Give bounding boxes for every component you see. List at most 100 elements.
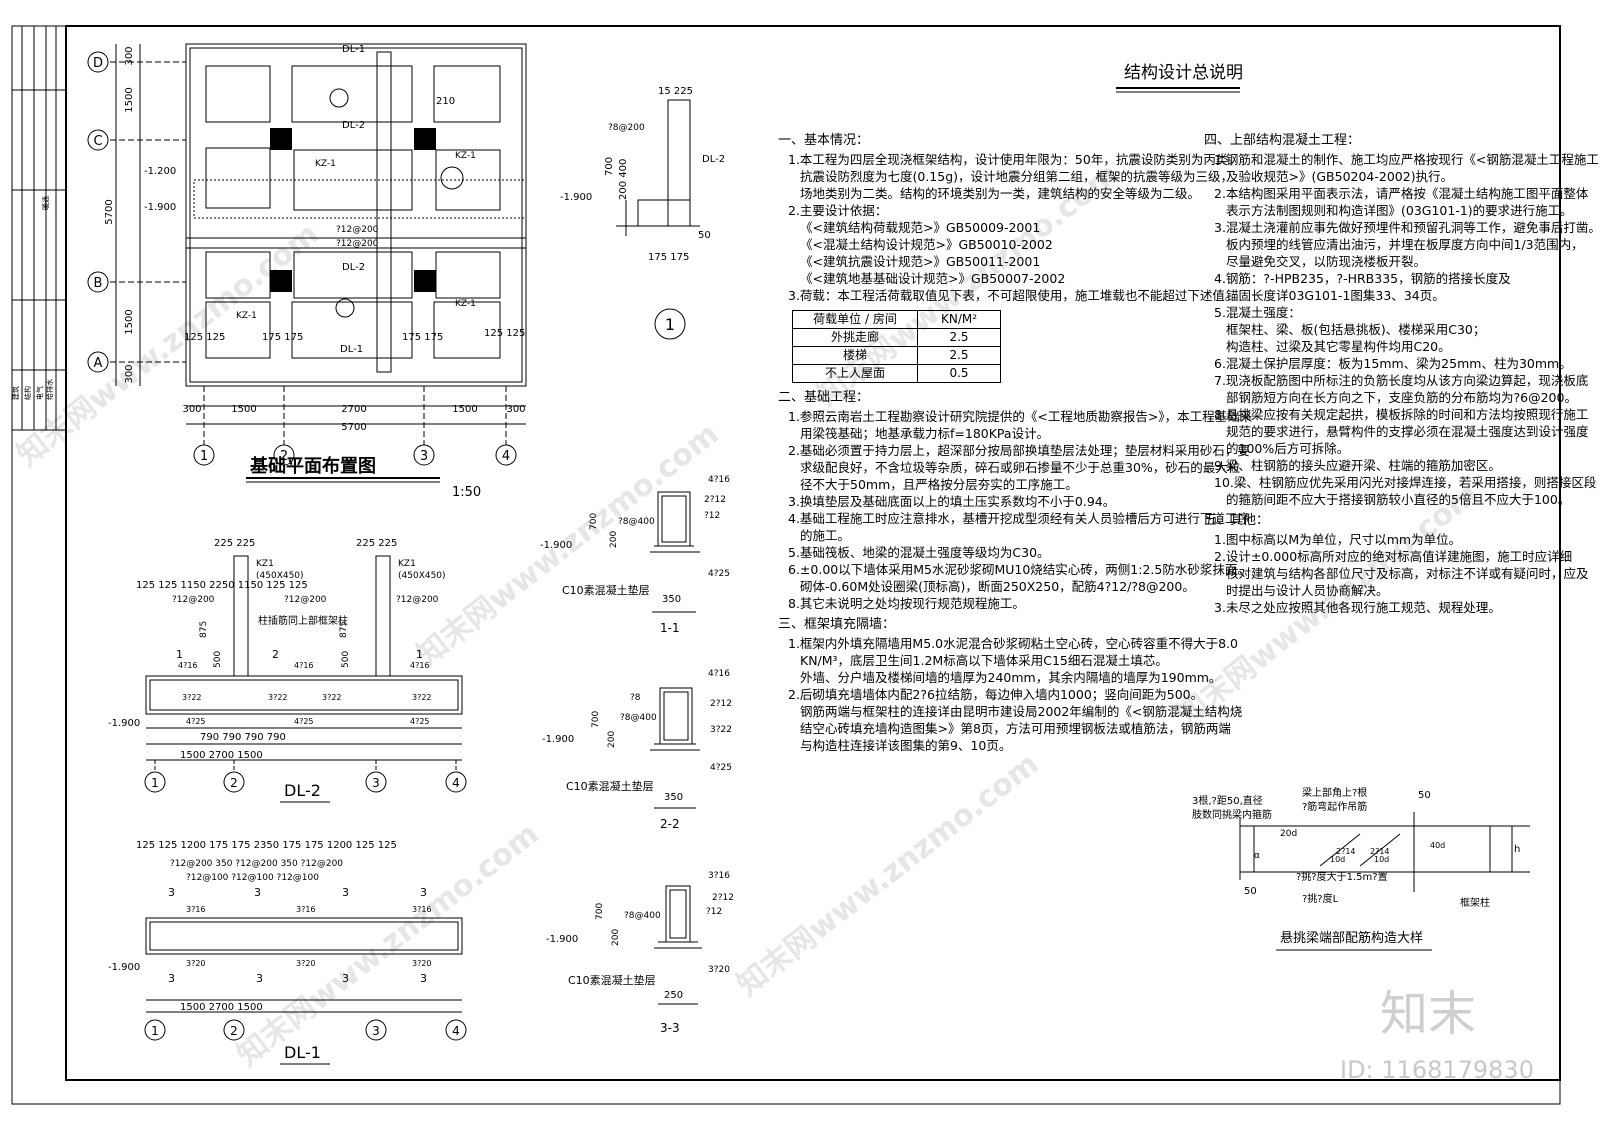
section-width: 350 — [664, 792, 683, 803]
elevation-label: -1.200 — [144, 166, 176, 177]
dl2-rebar: 3?22 — [268, 693, 288, 702]
dl1-section-mark: 3 — [420, 886, 427, 899]
dl1-section-mark: 3 — [168, 972, 175, 985]
notes-item: 9.梁、柱钢筋的接头应避开梁、柱端的箍筋加密区。 — [1214, 458, 1501, 473]
title-block-label: 给排水 — [45, 379, 54, 400]
grid-col-label: 2 — [280, 449, 288, 464]
dim-text: 300 — [124, 364, 135, 383]
notes-item: 2.设计±0.000标高所对应的绝对标高值详建施图，施工时应详细 — [1214, 549, 1573, 564]
column-kz1 — [270, 128, 292, 150]
column-label: KZ-1 — [315, 159, 336, 169]
dl1-rebar: 3?20 — [296, 959, 316, 968]
cantilever-label: 20d — [1280, 829, 1297, 839]
cantilever-label: ?筋弯起作吊筋 — [1302, 800, 1367, 813]
notes-item: 5.混凝土强度： — [1214, 305, 1301, 320]
dl2-axis: 3 — [372, 776, 380, 790]
detail-dim: 200 400 — [618, 159, 629, 200]
notes-item-cont: 场地类别为二类。结构的环境类别为一类，建筑结构的安全等级为二级。 — [800, 186, 1201, 201]
column-label: KZ-1 — [236, 311, 257, 321]
section-pad: C10素混凝土垫层 — [566, 779, 654, 793]
grid-row-label: A — [94, 356, 103, 371]
dl2-rebar: 3?22 — [322, 693, 342, 702]
detail-rebar: ?8@200 — [608, 123, 645, 133]
dl2-rebar: 4?25 — [186, 717, 206, 726]
plan-scale: 1:50 — [452, 485, 481, 500]
notes-item: 1.钢筋和混凝土的制作、施工均应严格按现行《<钢筋混凝土工程施工 — [1214, 152, 1599, 167]
title-block-label: 结构 — [23, 386, 32, 400]
load-table-cell: 不上人屋面 — [792, 364, 918, 383]
foundation-plan — [110, 43, 527, 445]
section-elevation: -1.900 — [546, 934, 578, 945]
cantilever-label: 50 — [1244, 886, 1257, 897]
grid-row-label: B — [94, 276, 103, 291]
dim-text: 125 125 — [184, 332, 225, 343]
section-rebar: ?8 — [630, 693, 641, 703]
dl1-section-mark: 3 — [342, 972, 349, 985]
notes-item-cont: 的箍筋间距不应大于搭接钢筋较小直径的5倍且不应大于100。 — [1226, 492, 1571, 507]
notes-item: 1.图中标高以M为单位，尺寸以mm为单位。 — [1214, 532, 1462, 547]
dl1-rebar: 3?20 — [186, 959, 206, 968]
cantilever-label: h — [1514, 844, 1520, 855]
dl2-rebar: 4?16 — [178, 661, 198, 670]
dim-text: 2700 — [341, 404, 366, 415]
detail-dim: 50 — [698, 230, 711, 241]
column-label: KZ-1 — [455, 151, 476, 161]
title-block — [12, 26, 66, 431]
notes-item-cont: 《<建筑抗震设计规范>》GB50011-2001 — [800, 254, 1041, 269]
notes-item: 8.其它未说明之处均按现行规范规程施工。 — [788, 596, 1025, 611]
section-dim: 200 — [611, 929, 621, 946]
dl2-rebar: ?12@200 — [396, 595, 439, 605]
dl2-dim: 875 — [339, 621, 349, 638]
dim-text: 300 — [124, 46, 135, 65]
notes-item: 8.悬挑梁应按有关规定起拱，模板拆除的时间和方法均按照现行施工 — [1214, 407, 1589, 422]
section-rebar: 3?22 — [710, 725, 732, 735]
section-pad: C10素混凝土垫层 — [562, 583, 650, 597]
notes-item-cont: 板内预埋的线管应清出油污，并埋在板厚度方向中间1/3范围内， — [1226, 237, 1584, 252]
dl2-section-mark: 1 — [176, 648, 183, 661]
detail-1 — [616, 99, 700, 340]
dl2-column: KZ1 — [256, 559, 274, 569]
section-rebar: 4?25 — [710, 763, 732, 773]
cantilever-label: 2?14 — [1370, 847, 1390, 856]
notes-item-cont: 尽量避免交叉，以防现浇楼板开裂。 — [1226, 254, 1427, 269]
dl1-rebar: ?12@200 350 ?12@200 350 ?12@200 — [170, 859, 343, 869]
notes-item-cont: KN/M³，底层卫生间1.2M标高以下墙体采用C15细石混凝土填芯。 — [800, 653, 1168, 668]
notes-item-cont: 核对建筑与结构各部位尺寸及标高，对标注不详或有疑问时，应及 — [1226, 566, 1589, 581]
notes-item-cont: 的100%后方可拆除。 — [1226, 441, 1350, 456]
notes-item: 4.钢筋：?-HPB235，?-HRB335，钢筋的搭接长度及 — [1214, 271, 1511, 286]
notes-item: 4.基础工程施工时应注意排水，基槽开挖成型须经有关人员验槽后方可进行下道工序 — [788, 511, 1250, 526]
rebar-label: ?12@200 — [336, 225, 379, 235]
dl1-elevation — [144, 917, 467, 1041]
section-2-2 — [650, 687, 700, 809]
dl1-dims: 1500 2700 1500 — [180, 1002, 263, 1013]
section-dim: 700 — [589, 513, 599, 530]
dl2-rebar: 3?22 — [412, 693, 432, 702]
load-table-header: 荷载单位 / 房间 — [792, 310, 918, 329]
notes-item-cont: 结空心砖填充墙构造图集>》第8页，方法可用预埋钢板法或植筋法，钢筋两端 — [800, 721, 1231, 736]
column-kz1 — [414, 128, 436, 150]
section-3-3 — [654, 885, 702, 1005]
beam-label: DL-1 — [340, 344, 363, 355]
dl2-axis: 1 — [151, 776, 159, 790]
beam-label: DL-2 — [342, 120, 365, 131]
cantilever-label: 50 — [1418, 790, 1431, 801]
section-rebar: 3?16 — [708, 871, 730, 881]
dl1-section-mark: 3 — [342, 886, 349, 899]
notes-item: 6.混凝土保护层厚度：板为15mm、梁为25mm、柱为30mm。 — [1214, 356, 1572, 371]
detail-dim: 700 — [604, 157, 615, 176]
dim-text: 1500 — [124, 87, 135, 112]
watermark-id: ID: 1168179830 — [1340, 1056, 1534, 1084]
notes-item: 3.换填垫层及基础底面以上的填土压实系数均不小于0.94。 — [788, 494, 1116, 509]
section-rebar: ?8@400 — [620, 713, 657, 723]
section-rebar: 2?12 — [712, 893, 734, 903]
dim-text: 5700 — [104, 199, 115, 224]
cantilever-label: 梁上部角上?根 — [1302, 786, 1367, 799]
grid-col-label: 4 — [502, 449, 510, 464]
dl2-dim: 500 — [341, 651, 351, 668]
dl1-axis: 3 — [372, 1024, 380, 1038]
column-label: KZ-1 — [455, 299, 476, 309]
notes-item-cont: 表示方法制图规则和构造详图》(03G101-1)的要求进行施工。 — [1226, 203, 1573, 218]
notes-item: 2.基础必须置于持力层上，超深部分按局部换填垫层法处理；垫层材料采用砂石，要 — [788, 443, 1250, 458]
notes-item: 2.主要设计依据： — [788, 203, 888, 218]
dl1-section-mark: 3 — [256, 972, 263, 985]
